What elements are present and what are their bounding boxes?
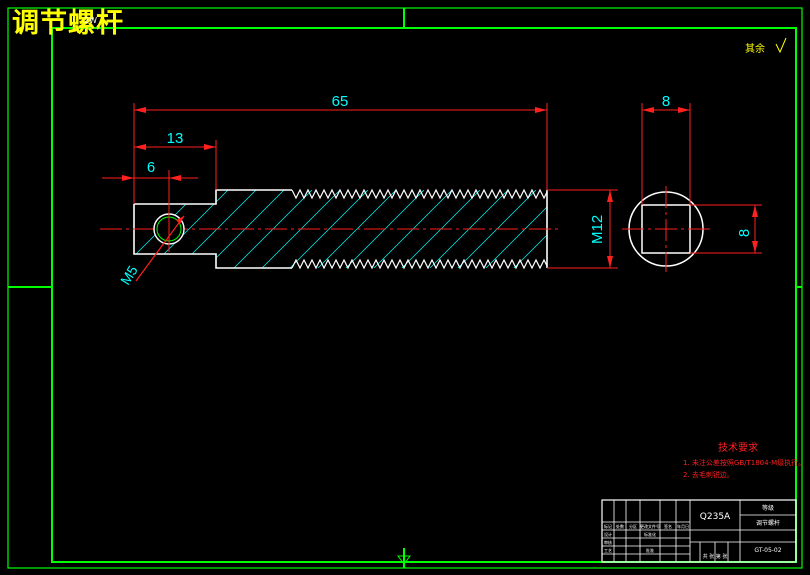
part-outline-bottom xyxy=(133,204,292,269)
dim-65: 65 xyxy=(332,93,349,110)
tech-req-title: 技术要求 xyxy=(718,441,758,454)
row-label-3: 更改文件号 xyxy=(640,523,660,529)
title-small-mark: 2W xyxy=(84,16,97,25)
tech-req-line1: 1. 未注公差按照GB/T1804-M级执行。 xyxy=(683,458,805,467)
unit-label: 等级 xyxy=(762,504,774,512)
drawing-title-text: 调节螺杆 xyxy=(12,8,124,39)
row-label-4: 签名 xyxy=(664,523,672,529)
dim-m12: M12 xyxy=(589,215,606,244)
m5-leader xyxy=(135,215,185,282)
part-name-label: 调节螺杆 xyxy=(756,519,780,527)
part-outline-top xyxy=(134,189,292,205)
section-hatch xyxy=(134,190,547,268)
outer-frame xyxy=(7,7,803,569)
row-label-0: 标记 xyxy=(604,523,612,529)
row-label-2: 分区 xyxy=(629,523,637,529)
row-label-1: 处数 xyxy=(616,523,624,529)
thread-teeth-top xyxy=(291,188,548,200)
roughness-symbol xyxy=(775,37,787,54)
technical-requirements: 技术要求 1. 未注公差按照GB/T1804-M级执行。 2. 去毛刺锐边。 xyxy=(683,441,805,479)
dim-8-right: 8 xyxy=(736,229,753,237)
tech-req-line2: 2. 去毛刺锐边。 xyxy=(683,470,734,479)
dim-13: 13 xyxy=(167,130,184,147)
design-label: 设计 xyxy=(604,531,612,537)
end-view: 8 8 xyxy=(622,93,762,272)
drawing-no-label: GT-05-02 xyxy=(754,547,781,554)
check-label: 审核 xyxy=(604,539,612,545)
inner-frame xyxy=(51,27,797,563)
thread-teeth-bottom xyxy=(291,258,548,270)
orientation-triangle xyxy=(397,555,411,565)
main-view: M5 65 13 6 M12 xyxy=(100,93,618,288)
drawing-title: 调节螺杆 xyxy=(12,10,124,37)
standard-label: 标准化 xyxy=(644,531,656,537)
dim-8-top: 8 xyxy=(662,93,670,110)
title-small-mark-text: 2W xyxy=(84,16,97,25)
row-label-5: 年月日 xyxy=(677,523,689,529)
dim-6: 6 xyxy=(147,159,155,176)
approve-label: 批准 xyxy=(646,547,654,553)
sheet-footer: 共 张 第 张 xyxy=(703,553,728,560)
material-label: Q235A xyxy=(700,512,731,522)
process-label: 工艺 xyxy=(604,548,612,553)
surface-note: 其余 xyxy=(745,42,765,55)
m5-label: M5 xyxy=(117,262,141,287)
title-block xyxy=(601,499,797,563)
